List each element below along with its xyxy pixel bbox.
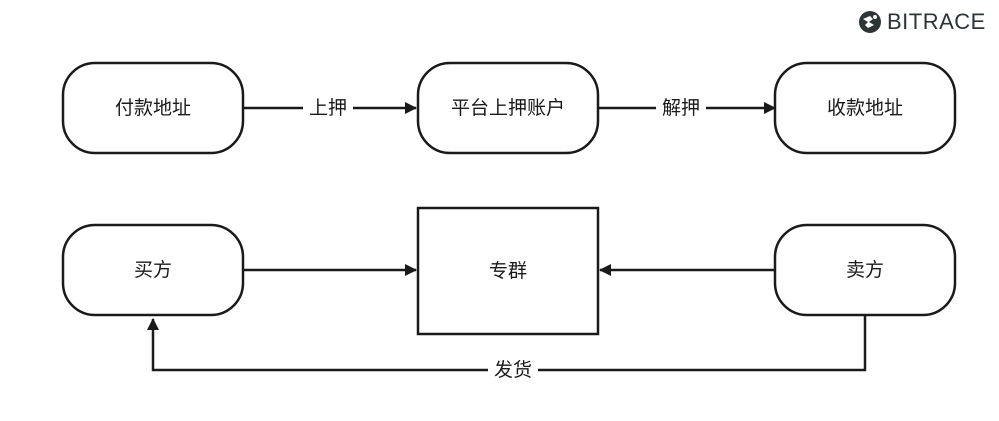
edge-escrow-to-payee: 解押 xyxy=(598,97,776,119)
node-buyer: 买方 xyxy=(61,223,245,317)
node-label-group: 专群 xyxy=(489,260,527,282)
node-label-seller: 卖方 xyxy=(846,259,884,281)
node-platform-escrow-account: 平台上押账户 xyxy=(416,61,600,155)
node-label-payer-address: 付款地址 xyxy=(115,97,191,119)
edge-label-escrow-lock: 上押 xyxy=(309,97,347,119)
edge-seller-to-buyer-ship: 发货 xyxy=(147,315,867,381)
bitrace-logo-text: BITRACE xyxy=(887,9,986,34)
node-payer-address: 付款地址 xyxy=(61,61,245,155)
bitrace-logo-icon xyxy=(859,11,881,33)
node-group: 专群 xyxy=(416,206,600,336)
node-label-buyer: 买方 xyxy=(134,259,172,281)
edge-payer-to-escrow: 上押 xyxy=(243,97,417,119)
edge-label-escrow-release: 解押 xyxy=(662,97,700,119)
node-label-payee-address: 收款地址 xyxy=(827,97,903,119)
node-label-platform-escrow-account: 平台上押账户 xyxy=(451,97,565,119)
edge-label-ship: 发货 xyxy=(494,359,532,381)
bitrace-logo: BITRACE xyxy=(858,6,986,38)
node-seller: 卖方 xyxy=(773,223,957,317)
node-payee-address: 收款地址 xyxy=(773,61,957,155)
